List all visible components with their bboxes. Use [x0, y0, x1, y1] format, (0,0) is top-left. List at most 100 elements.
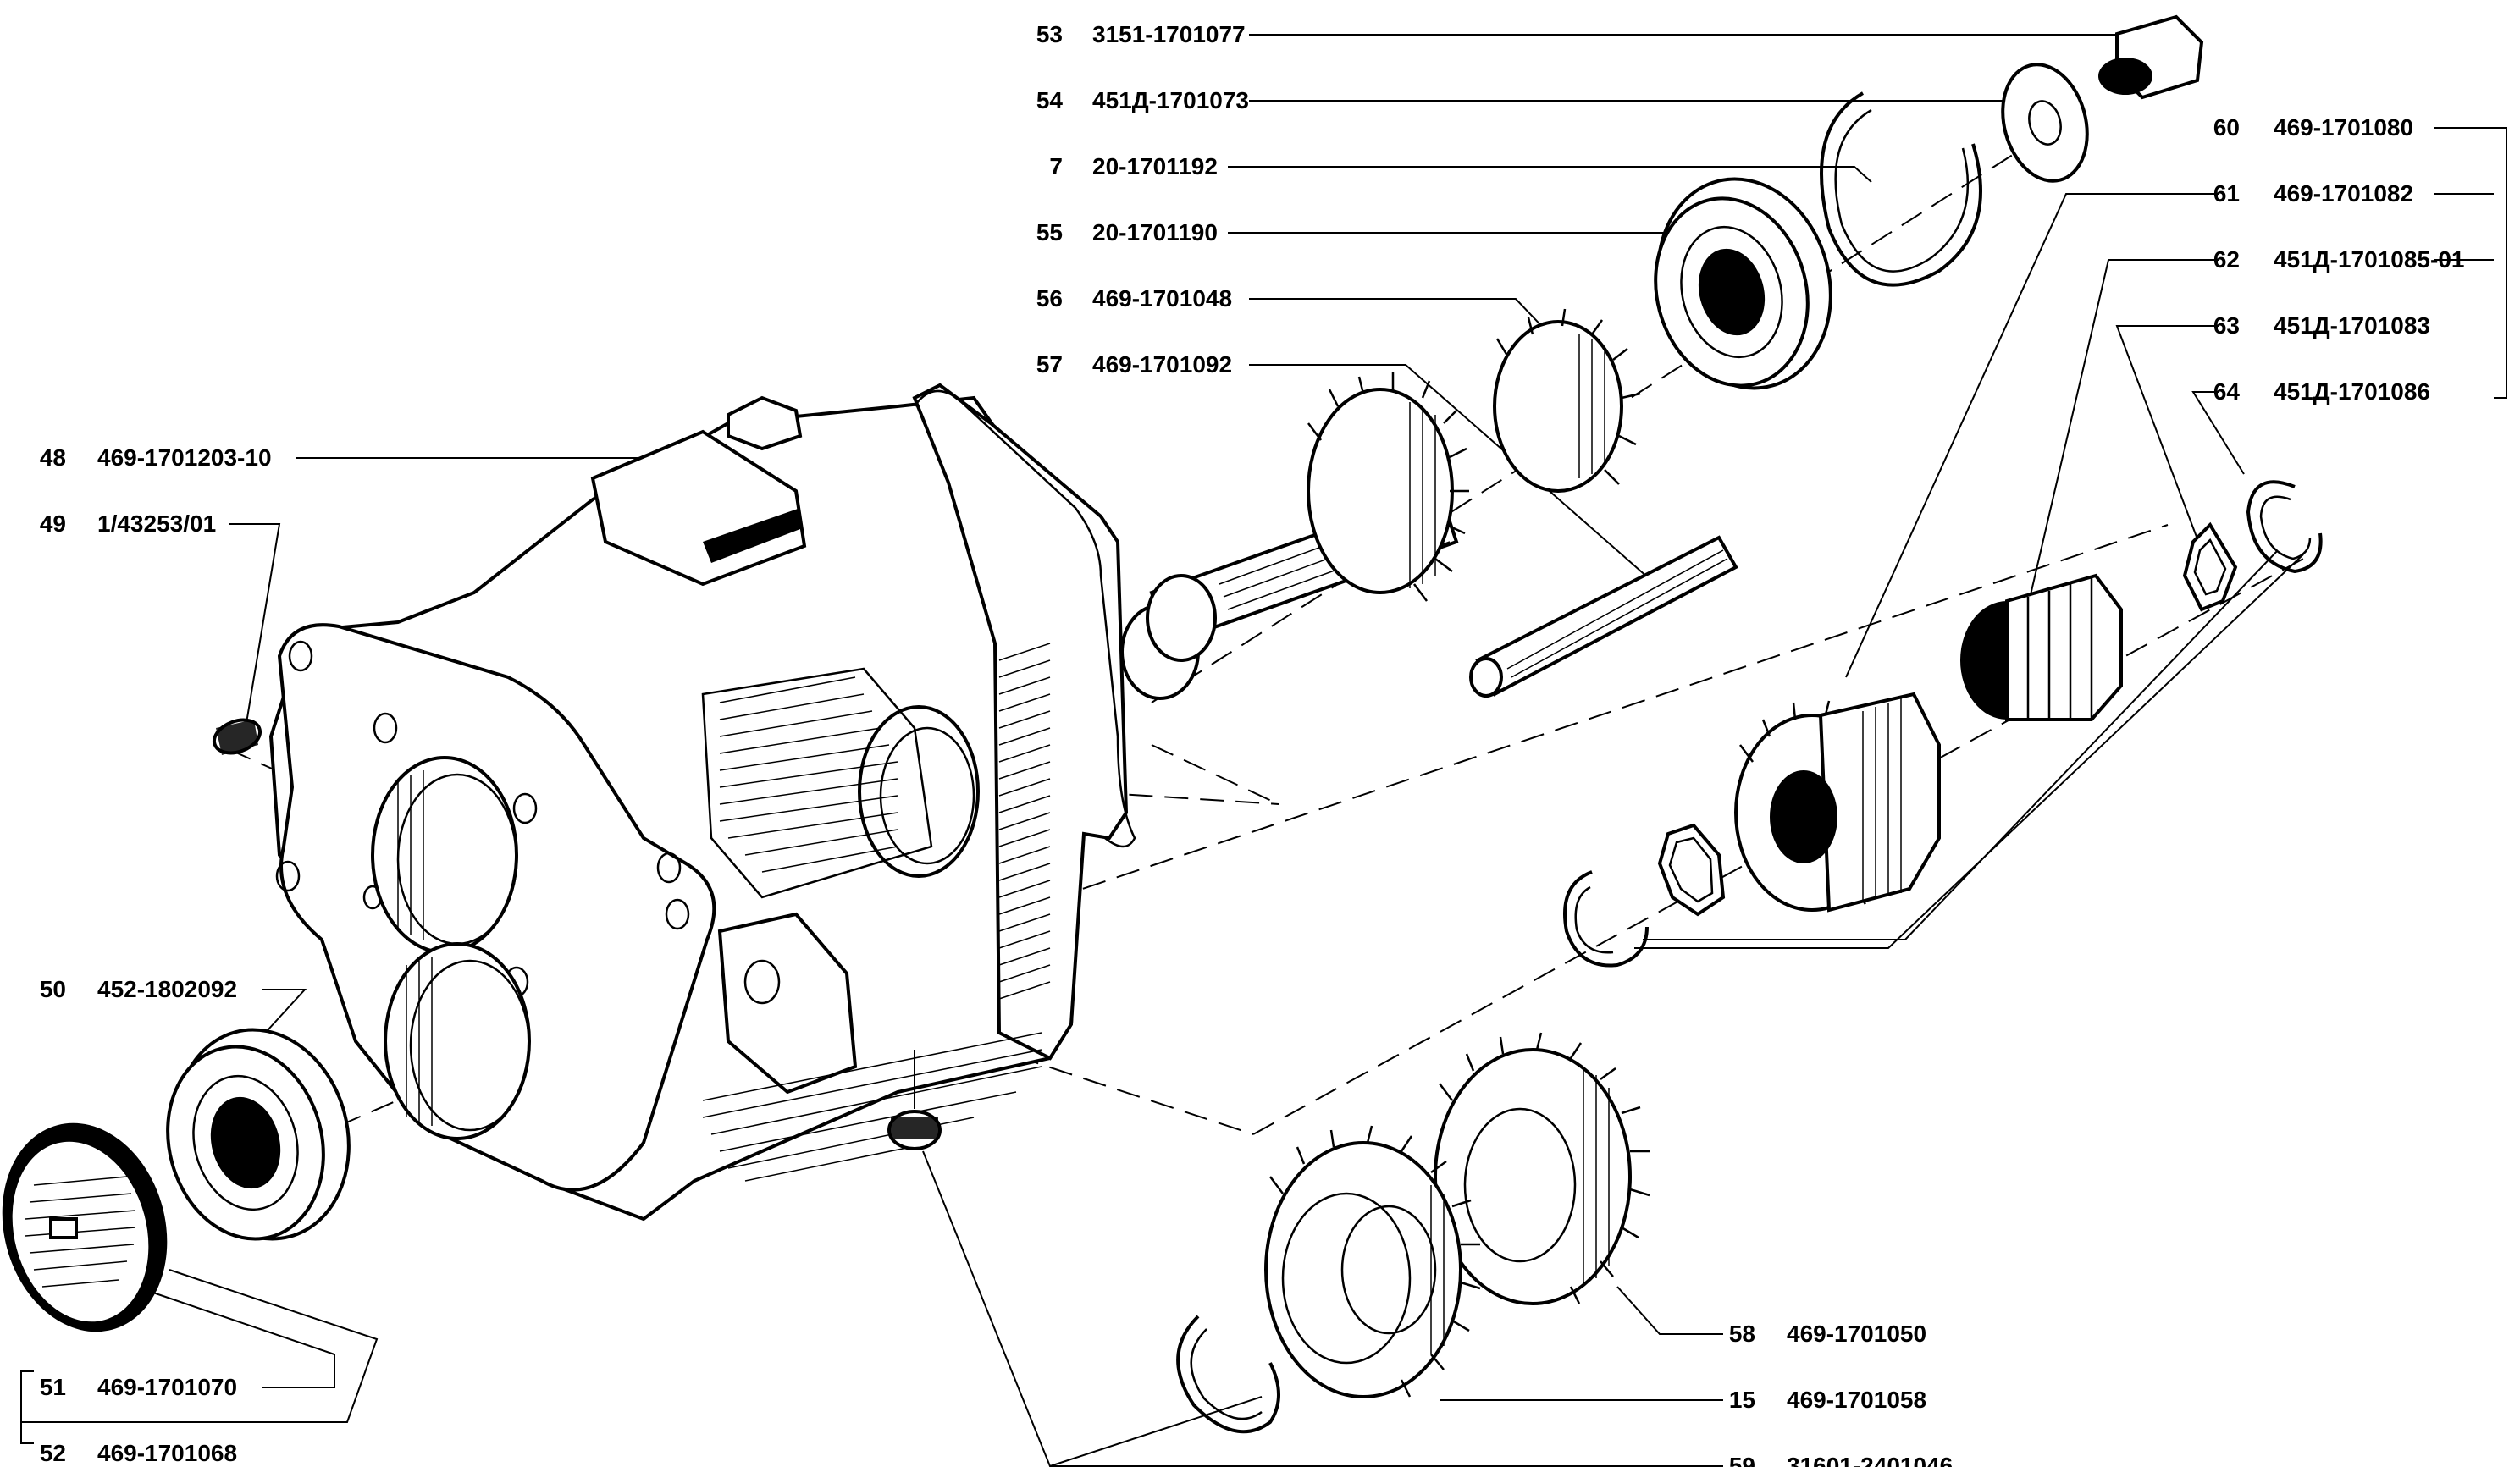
- base-hatching: [702, 1032, 1042, 1182]
- flange-hole: [288, 640, 313, 672]
- leader-7: [1228, 166, 1872, 183]
- washer-54-outer: [2001, 63, 2089, 183]
- spacer-63-upper-inner: [2193, 538, 2227, 596]
- snap-ring-59: [1176, 1315, 1280, 1434]
- gear-15-ring: [1281, 1192, 1412, 1365]
- callout-48-number: 48: [40, 444, 66, 471]
- callout-61-code: 469-1701082: [2274, 180, 2413, 207]
- gear-58-face: [1434, 1048, 1632, 1305]
- leader-52-bracket: [20, 1370, 34, 1444]
- callout-56-code: 469-1701048: [1092, 285, 1232, 312]
- axis-lower-gear: [880, 1011, 1254, 1135]
- leader-59b: [1049, 1396, 1263, 1467]
- callout-51-number: 51: [40, 1374, 66, 1400]
- leader-50: [249, 989, 307, 1051]
- callout-49-number: 49: [40, 510, 66, 537]
- gear-58-shading: [1583, 1067, 1610, 1287]
- bearing-50: [166, 1028, 351, 1241]
- face-hatching: [998, 643, 1051, 1000]
- snap-ring-59-inner: [1190, 1328, 1263, 1420]
- callout-51-code: 469-1701070: [97, 1374, 237, 1400]
- callout-58-code: 469-1701050: [1787, 1321, 1926, 1347]
- window-hatching: [719, 676, 898, 873]
- callout-54-number: 54: [1036, 87, 1064, 113]
- bore-hatching: [397, 770, 424, 940]
- axis-pin-b: [1151, 744, 1279, 805]
- plug-53-thread: [2098, 58, 2152, 95]
- housing-lower-lug: [717, 912, 858, 1095]
- seal-tab: [49, 1217, 78, 1239]
- gear-56-large: [1307, 388, 1454, 594]
- plug-bottom-threads: [891, 1117, 938, 1139]
- leader-63: [2115, 325, 2219, 551]
- callout-60-code: 469-1701080: [2274, 114, 2413, 141]
- ring-64-lower: [1563, 870, 1649, 968]
- gear-15: [1264, 1125, 1481, 1398]
- leader-55: [1228, 232, 1720, 255]
- gear-56-small-teeth: [1495, 308, 1641, 485]
- oil-seal: [2, 1122, 168, 1332]
- gear-61-shading: [1862, 698, 1902, 902]
- callout-50-number: 50: [40, 976, 66, 1002]
- leader-53: [1249, 34, 2143, 52]
- gear-58: [1434, 1032, 1650, 1305]
- ring-64-upper-inner: [2259, 495, 2312, 560]
- bearing-55: [1654, 177, 1832, 390]
- housing-lug: [727, 395, 803, 451]
- callout-52-number: 52: [40, 1440, 66, 1466]
- gear-61-bore: [1770, 770, 1838, 863]
- bearing-50-race: [192, 1074, 299, 1211]
- callout-58-number: 58: [1729, 1321, 1755, 1347]
- plug-49-threads: [216, 720, 258, 755]
- flange-hole: [373, 712, 398, 744]
- leader-52: [21, 1269, 379, 1423]
- washer-54: [2001, 63, 2089, 183]
- gear-56-shading: [1409, 402, 1436, 588]
- snap-ring-59-outer: [1176, 1315, 1280, 1434]
- ring-64-upper: [2246, 480, 2323, 574]
- housing-window: [701, 667, 933, 899]
- bore-hatching: [406, 957, 433, 1126]
- needle-bearing-body: [2005, 573, 2123, 721]
- boss-shadow: [703, 508, 800, 563]
- pin-body: [1475, 535, 1738, 697]
- leader-62: [2014, 259, 2219, 661]
- callout-50-code: 452-1802092: [97, 976, 237, 1002]
- spacer-63-lower: [1657, 823, 1726, 917]
- leader-63-lower: [1634, 554, 2304, 949]
- ring-64-lower-outer: [1563, 870, 1649, 968]
- shaft-collar: [1146, 574, 1217, 662]
- callout-7-number: 7: [1049, 153, 1063, 179]
- callout-55-number: 55: [1036, 219, 1063, 245]
- bearing-55-bore: [1698, 248, 1766, 336]
- spacer-63-lower-inner: [1668, 836, 1714, 903]
- callout-63-code: 451Д-1701083: [2274, 312, 2430, 339]
- snap-ring-7: [1820, 91, 1982, 287]
- ring-64-lower-inner: [1574, 885, 1614, 954]
- gear-15-teeth: [1269, 1125, 1481, 1398]
- callout-56-number: 56: [1036, 285, 1063, 312]
- callout-57-number: 57: [1036, 351, 1063, 378]
- callout-60-number: 60: [2213, 114, 2240, 141]
- callout-labels: 53 3151-1701077 54 451Д-1701073 7 20-170…: [40, 21, 2465, 1467]
- gear-58-hub: [1463, 1107, 1577, 1263]
- leader-64-lower: [1643, 549, 2279, 940]
- plug-53: [2098, 14, 2204, 100]
- snap-ring-7-inner: [1834, 108, 1970, 273]
- leader-56: [1249, 298, 1550, 335]
- callout-62-code: 451Д-1701085-01: [2274, 246, 2464, 273]
- flange-hole: [275, 860, 301, 892]
- leader-58: [1616, 1286, 1723, 1335]
- pin-end: [1469, 657, 1503, 698]
- gear-56-teeth: [1307, 372, 1469, 602]
- gear-15-shading: [1430, 1185, 1445, 1354]
- axle-pin: [1469, 535, 1738, 698]
- lug-hole: [743, 959, 781, 1005]
- needle-bearing-62: [1960, 573, 2123, 721]
- flange-hole: [656, 852, 682, 884]
- gear-61-body: [1818, 692, 1941, 913]
- callout-59-number: 59: [1729, 1453, 1755, 1467]
- callout-53-number: 53: [1036, 21, 1063, 47]
- housing-lower-bore-inner: [409, 959, 531, 1132]
